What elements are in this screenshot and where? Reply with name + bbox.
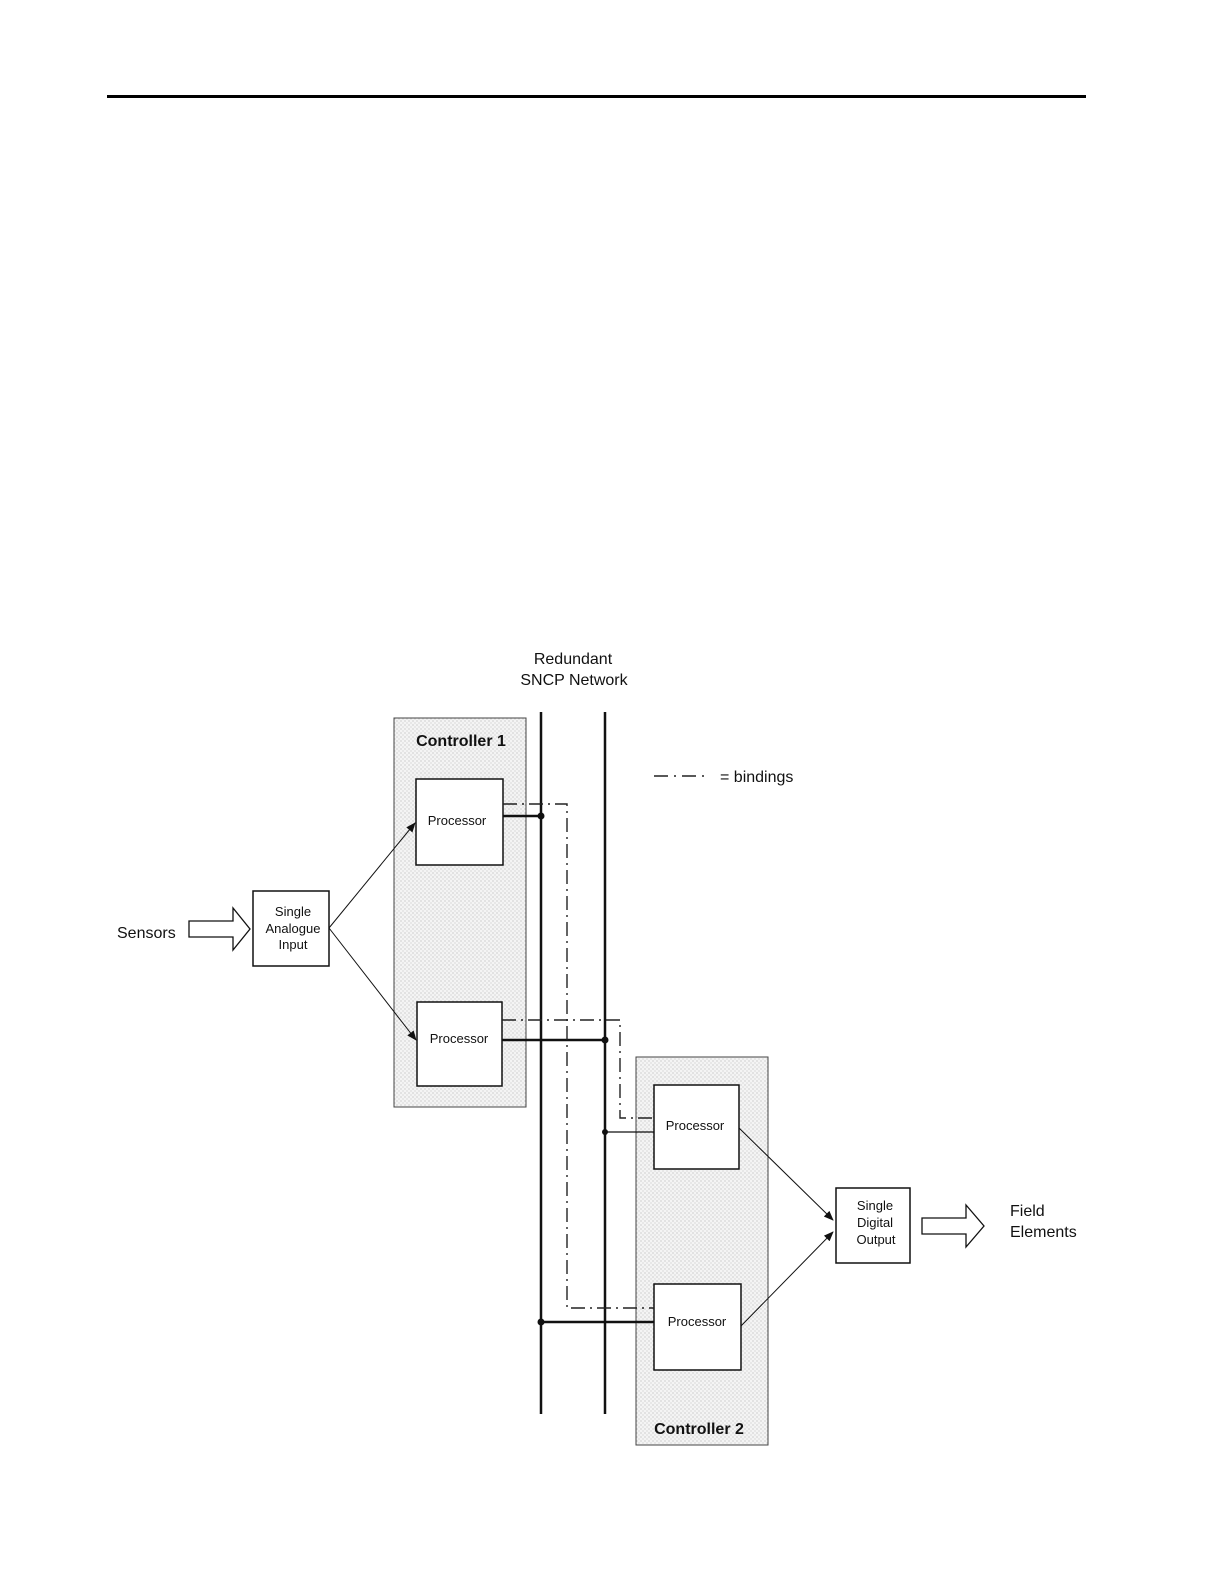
output-box-line3: Output	[856, 1232, 895, 1247]
sensors-arrow-icon	[189, 908, 250, 950]
controller-1: Controller 1 Processor Processor	[394, 718, 526, 1107]
controller-2-title: Controller 2	[654, 1421, 744, 1438]
controller-2-processor-top-label: Processor	[666, 1118, 725, 1133]
field-elements-label-line1: Field	[1010, 1203, 1045, 1220]
input-box-line2: Analogue	[266, 921, 321, 936]
sensors-label: Sensors	[117, 925, 176, 942]
junction-c1p1	[538, 813, 545, 820]
input-box-line1: Single	[275, 904, 311, 919]
junction-c2p2	[538, 1319, 545, 1326]
controller-2: Controller 2 Processor Processor	[636, 1057, 768, 1445]
controller-2-processor-bottom-label: Processor	[668, 1314, 727, 1329]
field-elements-label-line2: Elements	[1010, 1224, 1077, 1241]
controller-1-processor-bottom-label: Processor	[430, 1031, 489, 1046]
output-box-line1: Single	[857, 1198, 893, 1213]
field-elements-arrow-icon	[922, 1205, 984, 1247]
junction-c1p2	[602, 1037, 609, 1044]
legend-label: = bindings	[720, 769, 793, 786]
controller-1-processor-top-label: Processor	[428, 813, 487, 828]
output-box-line2: Digital	[857, 1215, 893, 1230]
input-box-line3: Input	[279, 937, 308, 952]
controller-1-title: Controller 1	[416, 733, 506, 750]
network-label-line1: Redundant	[534, 651, 613, 668]
network-label-line2: SNCP Network	[520, 672, 628, 689]
junction-c2p1	[602, 1129, 608, 1135]
